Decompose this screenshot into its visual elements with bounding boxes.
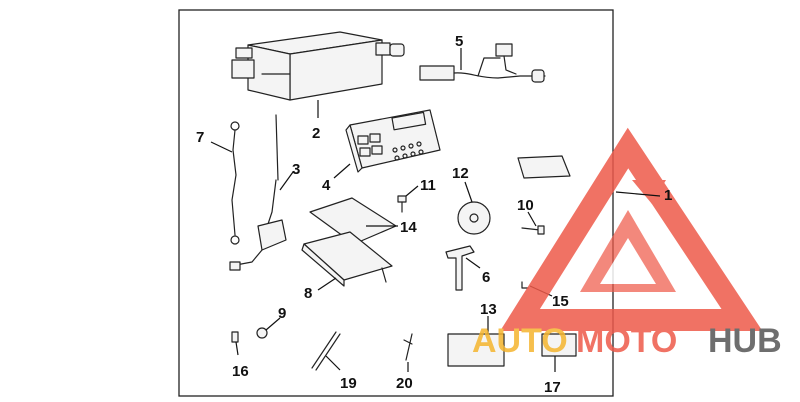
part-7-ground-cable xyxy=(230,121,240,245)
part-3-antenna xyxy=(229,114,287,271)
part-2-control-unit xyxy=(231,31,405,101)
callout-13: 13 xyxy=(480,301,497,318)
callout-11: 11 xyxy=(420,177,436,194)
callout-12: 12 xyxy=(452,165,469,182)
callout-8: 8 xyxy=(304,285,312,302)
watermark-logo-icon xyxy=(500,127,763,331)
callout-1: 1 xyxy=(664,187,672,204)
callout-4: 4 xyxy=(322,177,331,194)
callout-15: 15 xyxy=(552,293,569,310)
part-17-tag xyxy=(541,333,577,357)
callout-19: 19 xyxy=(340,375,357,392)
callout-20: 20 xyxy=(396,375,413,392)
watermark-word-hub: HUB xyxy=(708,322,782,360)
part-12-disc xyxy=(457,201,491,235)
callout-5: 5 xyxy=(455,33,463,50)
part-11-bolt xyxy=(397,195,407,213)
part-19-rod xyxy=(311,331,341,371)
part-13-pad xyxy=(447,333,505,367)
callout-2: 2 xyxy=(312,125,320,142)
watermark: AUTO MOTO HUB xyxy=(472,127,782,360)
part-1-sheet xyxy=(517,155,571,179)
watermark-word-auto: AUTO xyxy=(472,322,568,360)
part-16-pin xyxy=(231,331,239,343)
part-4-display-panel xyxy=(345,109,441,173)
callout-7: 7 xyxy=(196,129,204,146)
watermark-word-moto: MOTO xyxy=(576,322,677,360)
part-10-screw xyxy=(521,225,545,235)
part-15-clip xyxy=(521,281,529,289)
callout-17: 17 xyxy=(544,379,561,396)
part-8-bracket xyxy=(301,231,393,287)
callout-6: 6 xyxy=(482,269,490,286)
callout-3: 3 xyxy=(292,161,300,178)
callout-16: 16 xyxy=(232,363,249,380)
part-5-wire-harness xyxy=(419,43,546,83)
part-9-nut xyxy=(256,327,268,339)
part-20-pin xyxy=(403,333,413,361)
callout-14: 14 xyxy=(400,219,417,236)
part-6-bracket xyxy=(445,245,475,291)
callout-9: 9 xyxy=(278,305,286,322)
callout-10: 10 xyxy=(517,197,534,214)
